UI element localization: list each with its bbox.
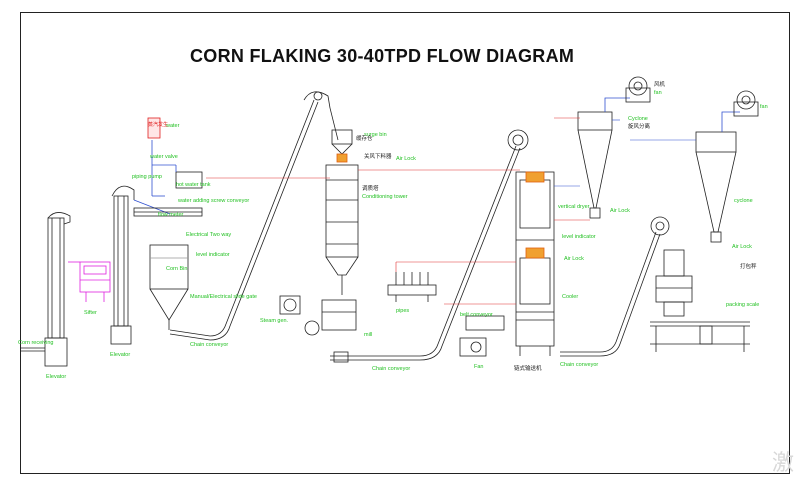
label-elevator-1: Elevator [46,374,66,380]
label-fan-top-2: fan [760,104,768,110]
label-air-lock-1: Air Lock [396,156,416,162]
label-cn-cyclone: 旋风分离 [628,122,651,130]
label-fan-1: Fan [474,364,483,370]
label-electrical-two-way: Electrical Two way [186,232,231,238]
label-flow-meter: flow meter [158,212,184,218]
label-packing-scale: packing scale [726,302,759,308]
steam-manifold [387,272,437,302]
label-steam-gen: Steam gen. [260,318,289,324]
label-level-indicator-2: level indicator [562,234,596,240]
diagram-frame [20,12,790,474]
label-water-adding: water adding screw conveyor [177,198,249,204]
label-chain-conveyor-1: Chain conveyor [190,342,228,348]
belt-conveyor [459,315,505,357]
conditioning-tower [325,164,359,295]
steam-lines [206,117,590,305]
sifter [68,261,111,302]
label-piping-pump: piping pump [132,174,162,180]
label-chain-conveyor-2: Chain conveyor [372,366,410,372]
label-mill: mill [364,332,372,338]
elevator-1 [20,212,71,367]
label-pipes: pipes [396,308,409,314]
label-surge-bin: surge bin [364,132,387,138]
cyclone-1 [577,76,651,219]
label-cn-packing: 打包秤 [740,262,757,270]
label-conditioning-tower: Conditioning tower [362,194,408,200]
chain-conveyor-1 [169,91,339,341]
label-water: water [165,123,180,129]
label-slide-gate: Manual/Electrical slide gate [190,294,257,300]
label-cn-chain-conveyor: 链式输送机 [514,364,542,372]
cyclone-2 [695,90,759,243]
elevator-2 [110,185,171,345]
label-cn-air-lock: 关风下料器 [364,152,392,160]
label-cyclone-1: Cyclone [628,116,648,122]
air-ducts [554,119,696,187]
label-corn-receiving: Corn receiving [18,340,53,346]
diagram-title: CORN FLAKING 30-40TPD FLOW DIAGRAM [190,46,575,66]
label-vertical-dryer: vertical dryer [558,204,590,210]
label-air-lock-4: Air Lock [732,244,752,250]
label-fan-top-1: fan [654,90,662,96]
surge-bin [331,129,353,163]
label-red-box: 蒸汽发生 [148,121,168,128]
hot-water-tank [151,140,203,197]
packing-scale [650,249,750,352]
chain-conveyor-3 [560,216,670,357]
label-corn-bin: Corn Bin [166,266,187,272]
label-sifter: Sifter [84,310,97,316]
label-cn-conditioning: 调质塔 [362,184,379,192]
red-box [147,117,161,139]
vertical-dryer [515,171,555,356]
label-chain-conveyor-3: Chain conveyor [560,362,598,368]
water-adding-screw-conveyor [133,207,203,217]
label-cn-fan: 风机 [654,80,666,88]
label-water-valve: water valve [149,154,178,160]
label-air-lock-3: Air Lock [564,256,584,262]
label-belt-conveyor: belt conveyor [460,312,493,318]
label-cn-surge-bin: 缓存仓 [356,134,373,142]
mill [279,295,357,336]
label-elevator-2: Elevator [110,352,130,358]
label-cyclone-2: cyclone [734,198,753,204]
label-level-indicator-1: level indicator [196,252,230,258]
label-cooler: Cooler [562,294,578,300]
label-air-lock-2: Air Lock [610,208,630,214]
watermark: 激 [772,450,794,475]
corn-bin [149,244,189,330]
label-hot-water-tank: hot water tank [176,182,211,188]
chain-conveyor-2 [330,129,529,363]
